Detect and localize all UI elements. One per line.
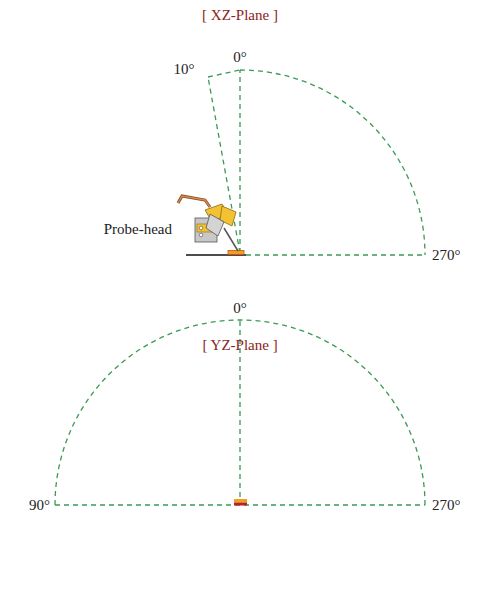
plane-title: [ XZ-Plane ] [202,8,278,23]
xz-zero-line [239,70,240,253]
xz-base-line [246,254,425,255]
xz-ten-cap [208,70,240,77]
angle-label: 0° [233,301,247,316]
xz-sample [228,251,244,255]
angle-label: Probe-head [104,222,172,237]
angle-label: 270° [432,498,461,513]
angle-label: 90° [29,498,50,513]
angle-label: 270° [432,248,461,263]
probe-head-figure [178,196,238,251]
yz-sample-top [234,499,247,503]
yz-sample-bottom [234,503,247,506]
plane-title: [ YZ-Plane ] [202,338,277,353]
yz-arc [55,320,425,505]
angle-label: 10° [174,62,195,77]
angle-label: 0° [233,50,247,65]
xz-arc [240,70,425,255]
